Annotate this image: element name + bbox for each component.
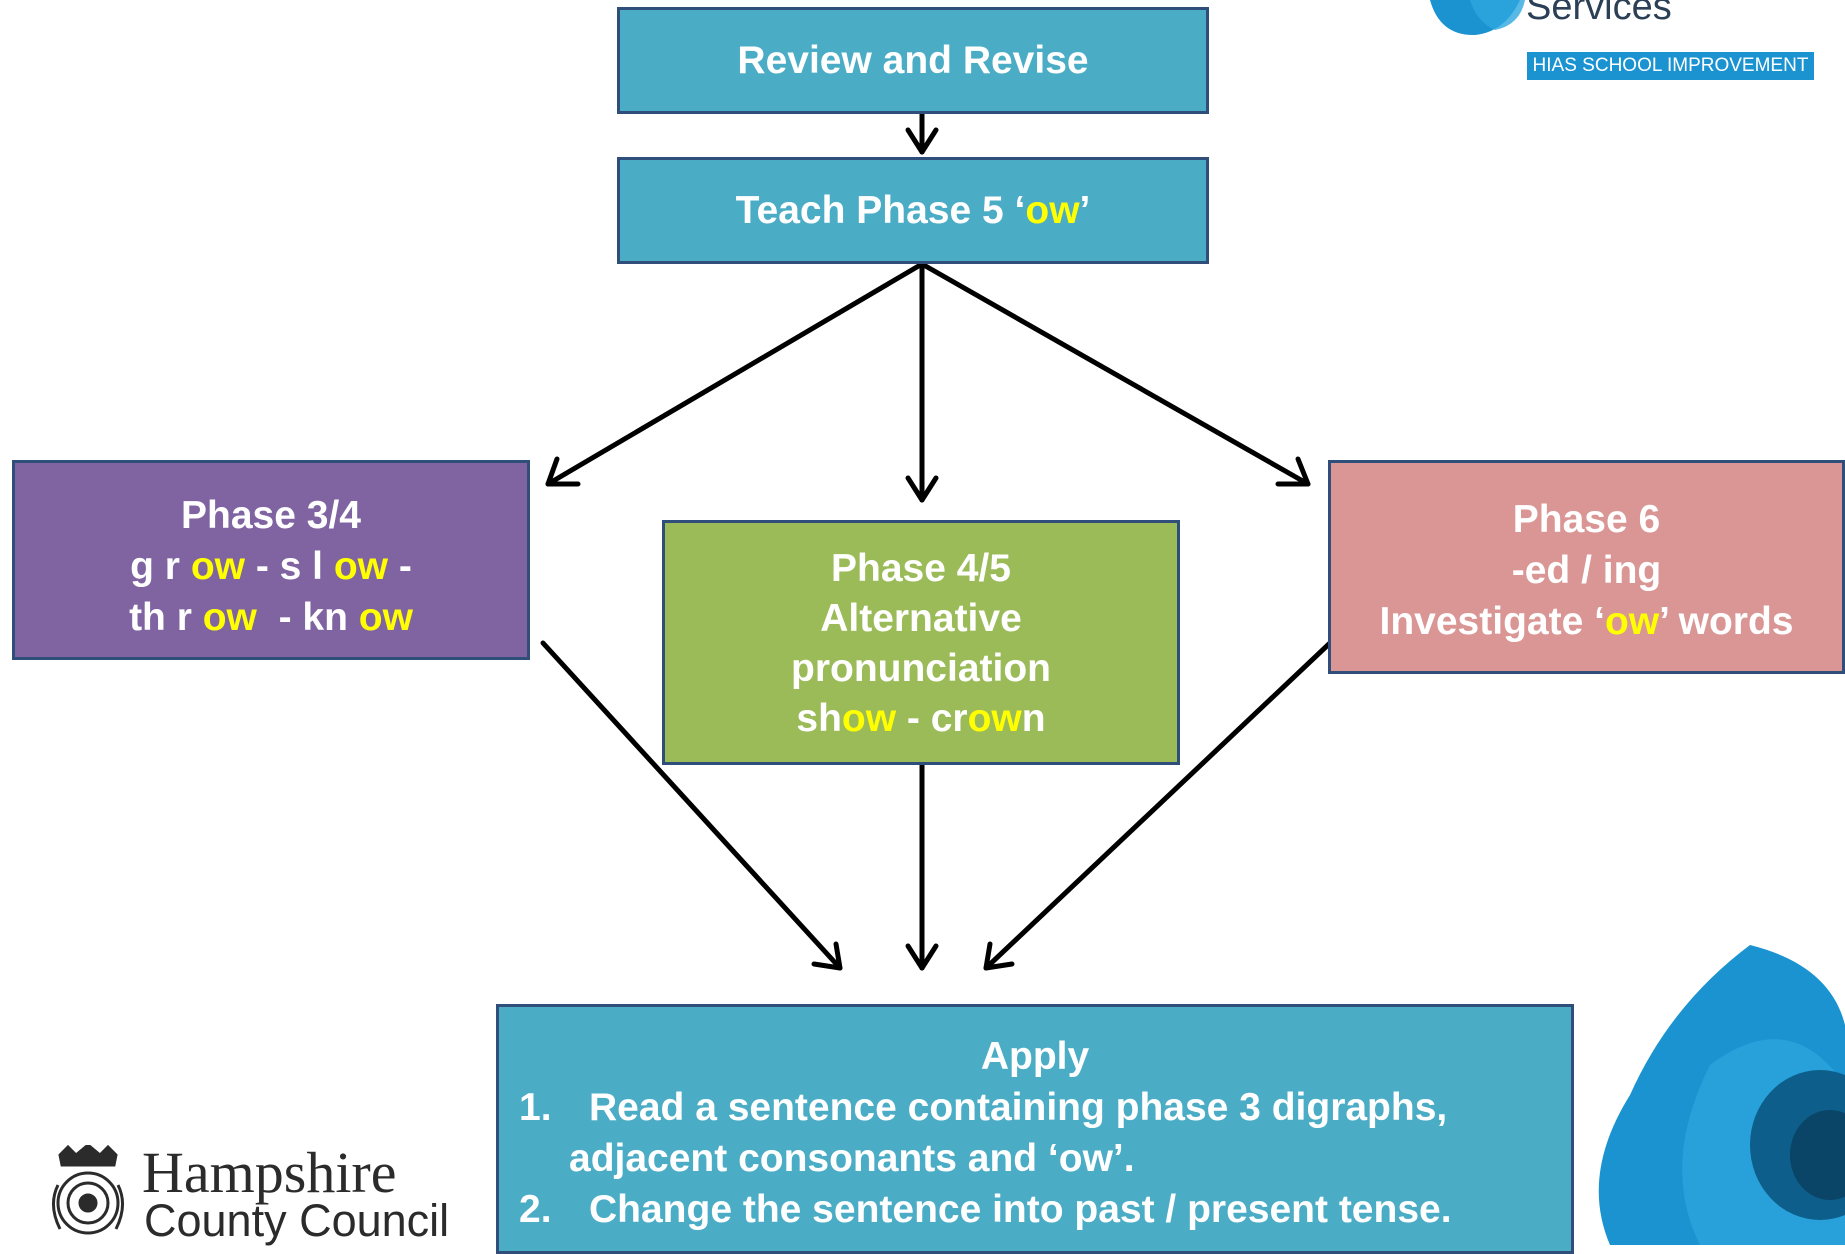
apply-list-item: 2. Change the sentence into past / prese… [499,1184,1571,1235]
node-phase-6: Phase 6 -ed / ing Investigate ‘ow’ words [1328,460,1845,674]
apply-item-text: Change the sentence into past / present … [589,1188,1452,1231]
node-phase6-line2: -ed / ing [1511,549,1662,592]
decorative-flower-icon [1598,945,1845,1245]
arrow-teach-to-phase6 [919,261,1311,487]
node-phase-3-4: Phase 3/4 g r ow - s l ow - th r ow - kn… [12,460,530,660]
node-review-and-revise: Review and Revise [617,7,1209,114]
arrowhead-phase6-to-apply [983,941,1015,971]
node-review-label: Review and Revise [737,38,1089,82]
arrow-phase6-to-apply [983,640,1333,971]
node-phase6-line3: Investigate ‘ow’ words [1379,600,1794,643]
node-phase-4-5: Phase 4/5 Alternative pronunciation show… [662,520,1180,765]
council-logo-subtitle: County Council [144,1195,450,1246]
node-phase6-title: Phase 6 [1512,498,1661,541]
node-phase45-title: Phase 4/5 [831,547,1011,590]
node-teach-phase5: Teach Phase 5 ‘ow’ [617,157,1209,264]
logo-hias-badge: HIAS SCHOOL IMPROVEMENT [1527,52,1814,80]
apply-item-number: 2. [519,1188,552,1231]
apply-item-number: 1. [519,1086,552,1129]
arrow-phase34-to-apply [540,640,843,971]
council-logo-name: Hampshire [142,1140,397,1205]
arrow-teach-to-phase34 [545,261,925,487]
arrowhead-phase45-to-apply [905,943,939,971]
node-phase34-words-1: g r ow - s l ow - [130,545,412,588]
arrowhead-teach-to-phase45 [905,475,939,503]
arrowhead-teach-to-phase6 [1275,456,1311,487]
node-teach-label: Teach Phase 5 ‘ow’ [735,188,1091,232]
hias-flower-logo-icon [1430,0,1525,36]
node-phase45-words: show - crown [796,697,1046,740]
logo-services-text: Services [1526,0,1672,28]
node-phase34-words-2: th r ow - kn ow [129,596,413,639]
arrowhead-teach-to-phase34 [545,456,581,487]
apply-item-text-continued: adjacent consonants and ‘ow’. [569,1137,1135,1180]
apply-list-item: 1. Read a sentence containing phase 3 di… [499,1082,1571,1133]
arrowhead-review-to-teach [905,127,939,155]
arrowhead-phase34-to-apply [811,941,843,971]
node-phase34-title: Phase 3/4 [181,494,361,537]
apply-item-text: Read a sentence containing phase 3 digra… [589,1086,1448,1129]
node-phase45-line2: Alternative [820,597,1022,640]
hampshire-crest-icon [52,1145,124,1235]
node-apply: Apply 1. Read a sentence containing phas… [496,1004,1574,1254]
node-apply-title: Apply [980,1035,1090,1078]
node-phase45-line3: pronunciation [791,647,1051,690]
